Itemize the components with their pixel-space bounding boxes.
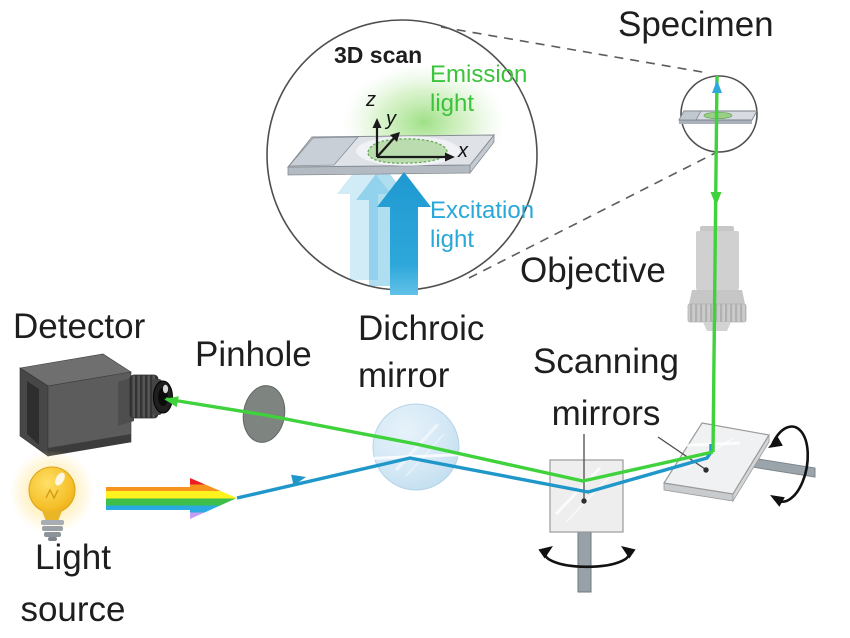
inset-3d-scan	[266, 19, 538, 295]
pinhole-label: Pinhole	[195, 335, 312, 374]
rotation-arrow-2-icon	[768, 425, 810, 507]
lightbulb-icon	[10, 450, 94, 541]
objective-icon	[687, 226, 747, 331]
z-axis-label: z	[366, 89, 376, 111]
rotation-arrow-1-icon	[538, 546, 636, 569]
scanning-mirrors-label: Scanning mirrors	[533, 342, 679, 433]
excitation-up-arrowhead	[712, 80, 722, 93]
camera-icon	[19, 353, 173, 457]
scan-mirror-vertical-icon	[538, 459, 636, 593]
xyz-axes-icon	[375, 126, 447, 159]
y-axis-label: y	[386, 108, 396, 130]
objective-label: Objective	[520, 251, 666, 290]
excitation-arrow-icon	[377, 172, 431, 295]
detector-label: Detector	[13, 307, 146, 346]
z-axis-arrowhead	[372, 118, 382, 128]
excitation-light-label: Excitation light	[430, 197, 535, 253]
mirror1-rod	[577, 531, 592, 593]
rainbow-arrow-icon	[106, 478, 237, 519]
x-axis-arrowhead	[445, 152, 455, 162]
emission-light-label: Emission light	[430, 61, 528, 117]
excitation-beam-arrowhead	[291, 474, 306, 486]
inset-title-label: 3D scan	[334, 42, 423, 68]
emission-beam	[164, 75, 722, 483]
excitation-beam	[236, 444, 713, 500]
emission-to-detector-arrowhead	[164, 396, 179, 408]
emission-down-arrowhead	[710, 192, 722, 206]
dichroic-mirror-icon	[372, 403, 460, 491]
specimen-label: Specimen	[618, 5, 774, 44]
specimen-blob	[367, 138, 448, 164]
slide-frosted-end	[288, 136, 359, 167]
x-axis-label: x	[458, 140, 468, 162]
dichroic-mirror-label: Dichroic mirror	[358, 309, 485, 395]
dashed-connector-top	[440, 26, 709, 74]
specimen-detail	[678, 75, 758, 153]
light-source-label: Light source	[20, 538, 126, 629]
scan-mirror-horizontal-icon	[0, 422, 816, 507]
label-pointer-lines	[581, 434, 709, 504]
y-axis-arrowhead	[390, 132, 400, 142]
dashed-connector-bottom	[468, 145, 730, 279]
specimen-slide-icon	[678, 110, 758, 124]
